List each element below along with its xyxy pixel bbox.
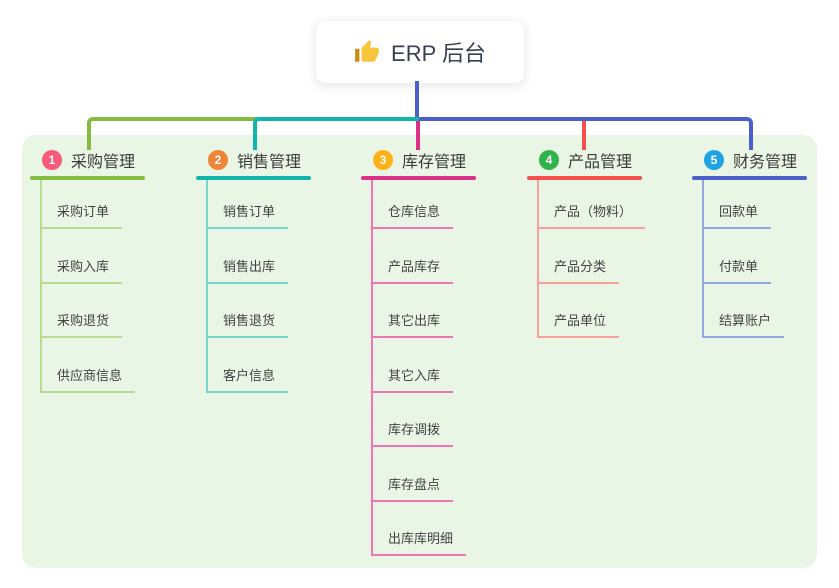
branch-number-badge: 2 <box>208 150 228 170</box>
branch-label-text: 财务管理 <box>733 154 798 171</box>
connector-branch-3 <box>416 121 420 150</box>
branch-node-销售管理[interactable]: 2 销售管理 <box>208 149 301 171</box>
branch-underline <box>527 176 642 180</box>
branch-label-text: 销售管理 <box>237 154 302 171</box>
branch-number-badge: 4 <box>539 150 559 170</box>
sub-topic[interactable]: 其它入库 <box>371 366 454 393</box>
sub-connector-line <box>206 180 208 393</box>
sub-topic[interactable]: 结算账户 <box>702 311 785 338</box>
connector-branch-2 <box>253 117 419 150</box>
sub-topic[interactable]: 产品分类 <box>537 257 620 284</box>
sub-topic[interactable]: 库存盘点 <box>371 475 454 502</box>
sub-topic[interactable]: 仓库信息 <box>371 202 454 229</box>
sub-topic[interactable]: 出库库明细 <box>371 529 467 556</box>
sub-topic[interactable]: 产品（物料） <box>537 202 646 229</box>
branches-panel <box>22 135 817 568</box>
branch-underline <box>196 176 311 180</box>
branch-underline <box>361 176 476 180</box>
sub-topic[interactable]: 采购订单 <box>40 202 123 229</box>
sub-connector-line <box>537 180 539 338</box>
branch-number-badge: 1 <box>42 150 62 170</box>
sub-topic[interactable]: 销售出库 <box>206 257 289 284</box>
branch-underline <box>692 176 807 180</box>
branch-label-text: 库存管理 <box>402 154 467 171</box>
sub-topic[interactable]: 供应商信息 <box>40 366 136 393</box>
sub-topic[interactable]: 客户信息 <box>206 366 289 393</box>
branch-number-badge: 5 <box>704 150 724 170</box>
sub-connector-line <box>40 180 42 393</box>
sub-topic[interactable]: 付款单 <box>702 257 772 284</box>
root-node-label: ERP 后台 <box>391 41 486 66</box>
root-node[interactable]: ERP 后台 <box>315 20 525 84</box>
branch-label-text: 采购管理 <box>71 154 136 171</box>
sub-topic[interactable]: 采购入库 <box>40 257 123 284</box>
connector-branch-5 <box>419 117 753 150</box>
branch-node-采购管理[interactable]: 1 采购管理 <box>42 149 135 171</box>
connector-branch-4 <box>582 121 586 150</box>
sub-topic[interactable]: 其它出库 <box>371 311 454 338</box>
branch-label-text: 产品管理 <box>568 154 633 171</box>
sub-topic[interactable]: 库存调拨 <box>371 420 454 447</box>
sub-connector-line <box>702 180 704 338</box>
thumbs-up-icon <box>355 40 379 62</box>
branch-underline <box>30 176 145 180</box>
sub-topic[interactable]: 产品单位 <box>537 311 620 338</box>
root-stem-connector <box>415 81 419 117</box>
sub-topic[interactable]: 采购退货 <box>40 311 123 338</box>
sub-topic[interactable]: 回款单 <box>702 202 772 229</box>
sub-connector-line <box>371 180 373 556</box>
branch-node-产品管理[interactable]: 4 产品管理 <box>539 149 632 171</box>
branch-number-badge: 3 <box>373 150 393 170</box>
branch-node-库存管理[interactable]: 3 库存管理 <box>373 149 466 171</box>
sub-topic[interactable]: 产品库存 <box>371 257 454 284</box>
branch-node-财务管理[interactable]: 5 财务管理 <box>704 149 797 171</box>
sub-topic[interactable]: 销售订单 <box>206 202 289 229</box>
sub-topic[interactable]: 销售退货 <box>206 311 289 338</box>
